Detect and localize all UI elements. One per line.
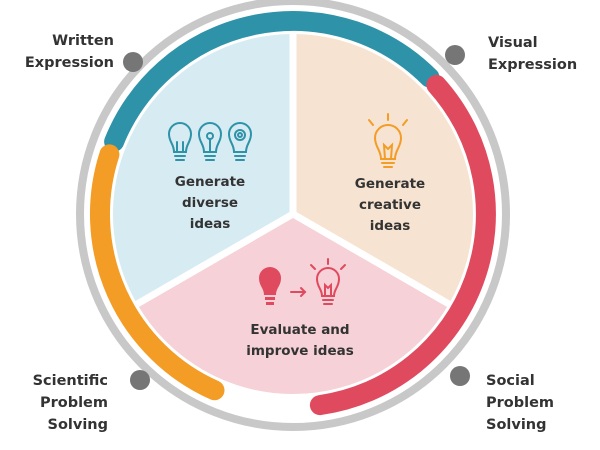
label-line: Problem <box>39 395 108 411</box>
label-line: Scientific <box>32 373 108 389</box>
label-line: Problem <box>486 395 555 411</box>
label-line: Solving <box>47 417 109 433</box>
label-line: creative <box>359 197 421 213</box>
marker-visual-expression <box>445 45 465 65</box>
label-line: Solving <box>486 417 547 433</box>
label-line: diverse <box>181 195 239 211</box>
visual-expression-arc <box>309 74 496 416</box>
segment-label-diverse: Generate diverse ideas <box>150 172 270 235</box>
segment-divider <box>133 210 295 309</box>
outer-grey-ring <box>76 0 510 431</box>
lightbulb-improve-icon <box>259 258 346 305</box>
label-scientific-problem-solving: Scientific Problem Solving <box>10 370 108 436</box>
glowing-lightbulb-icon <box>368 113 408 168</box>
marker-scientific-problem-solving <box>130 370 150 390</box>
written-expression-arc <box>104 11 440 152</box>
label-line: ideas <box>189 216 231 232</box>
label-visual-expression: Visual Expression <box>488 32 598 76</box>
segment-label-evaluate: Evaluate and improve ideas <box>220 320 380 362</box>
label-line: Written <box>52 33 114 49</box>
label-line: Visual <box>488 35 538 51</box>
marker-written-expression <box>123 52 143 72</box>
scientific-problem-solving-arc <box>90 144 225 401</box>
label-line: Generate <box>354 176 426 192</box>
marker-social-problem-solving <box>450 366 470 386</box>
segment-label-creative: Generate creative ideas <box>330 174 450 237</box>
label-written-expression: Written Expression <box>22 30 114 74</box>
label-line: Expression <box>24 55 114 71</box>
label-line: Generate <box>174 174 246 190</box>
label-line: Social <box>486 373 535 389</box>
label-line: Evaluate and <box>250 322 350 338</box>
segment-divider <box>291 210 453 309</box>
label-line: improve ideas <box>246 343 354 359</box>
three-lightbulbs-icon <box>167 122 253 161</box>
label-social-problem-solving: Social Problem Solving <box>486 370 586 436</box>
label-line: ideas <box>369 218 411 234</box>
label-line: Expression <box>488 57 578 73</box>
